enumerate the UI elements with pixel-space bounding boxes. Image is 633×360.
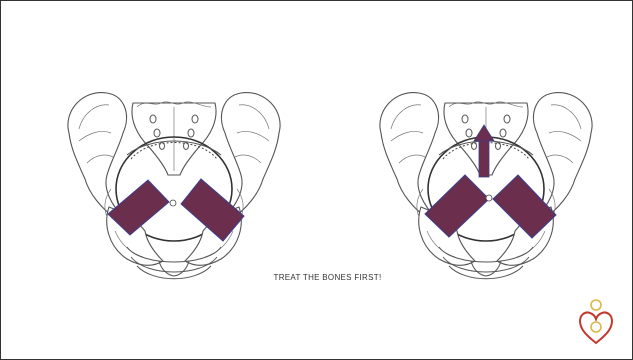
pelvis-illustration-right (361, 71, 611, 296)
pelvis-figure-right (361, 71, 611, 296)
caption-text: TREAT THE BONES FIRST! (1, 273, 633, 282)
force-blocks-left (108, 179, 244, 241)
pelvis-figure-left (49, 71, 299, 296)
pelvis-illustration-left (49, 71, 299, 296)
heart-with-rings-icon (576, 297, 616, 347)
